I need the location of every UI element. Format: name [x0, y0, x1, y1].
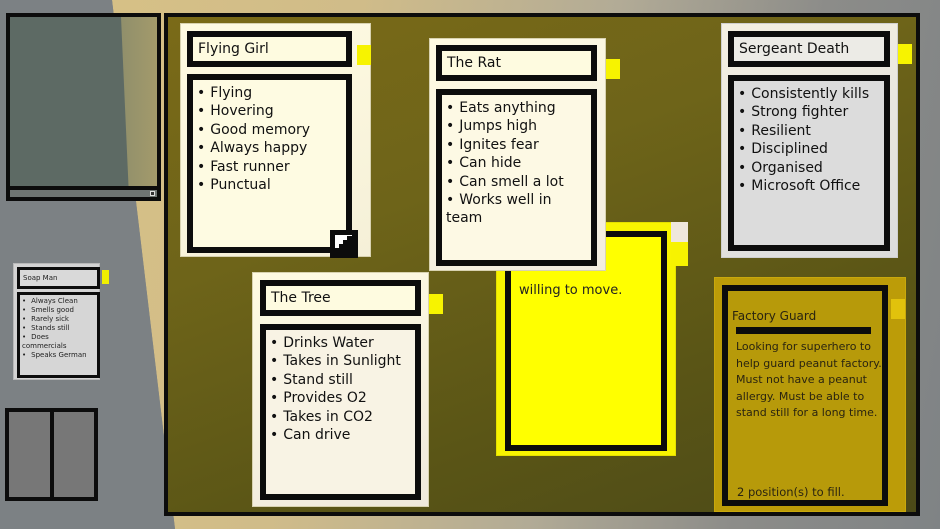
resize-handle-icon[interactable]	[330, 230, 358, 258]
card-traits: Flying Hovering Good memory Always happy…	[187, 74, 352, 253]
candidate-card-the-rat[interactable]: The Rat Eats anything Jumps high Ignites…	[429, 38, 606, 271]
job-description: Looking for superhero to help guard pean…	[736, 340, 882, 419]
trait: Speaks German	[22, 351, 95, 360]
door-right-panel	[53, 412, 94, 497]
candidate-card-soap-man[interactable]: Soap Man Always Clean Smells good Rarely…	[13, 263, 100, 380]
trait: Rarely sick	[22, 315, 95, 324]
card-tab-light	[671, 222, 688, 242]
trait: Ignites fear	[446, 136, 587, 154]
preview-panel	[6, 13, 161, 201]
door[interactable]	[5, 408, 98, 501]
trait: Stand still	[270, 371, 411, 389]
trait: Provides O2	[270, 389, 411, 407]
trait: Strong fighter	[738, 103, 880, 121]
trait: Good memory	[197, 121, 342, 139]
trait: Takes in CO2	[270, 408, 411, 426]
scroll-handle-icon[interactable]	[150, 191, 155, 196]
card-tab[interactable]	[898, 44, 912, 64]
card-title: The Tree	[260, 280, 421, 316]
job-title: Factory Guard	[732, 309, 817, 323]
light-shade	[121, 17, 157, 197]
card-traits: Drinks Water Takes in Sunlight Stand sti…	[260, 324, 421, 500]
candidate-card-flying-girl[interactable]: Flying Girl Flying Hovering Good memory …	[180, 23, 371, 257]
door-left-panel	[9, 412, 50, 497]
trait: Always happy	[197, 139, 342, 157]
trait: Works well in team	[446, 191, 587, 228]
positions-count: 2 position(s) to fill.	[737, 485, 845, 499]
preview-divider	[10, 186, 157, 190]
trait: Resilient	[738, 122, 880, 140]
card-tab[interactable]	[671, 242, 688, 266]
title-underline	[736, 327, 871, 334]
trait: Jumps high	[446, 117, 587, 135]
card-tab[interactable]	[891, 299, 905, 319]
job-card-frame: Factory Guard Looking for superhero to h…	[722, 285, 888, 506]
trait: Flying	[197, 84, 342, 102]
job-card-factory-guard[interactable]: Factory Guard Looking for superhero to h…	[714, 277, 906, 512]
trait: Takes in Sunlight	[270, 352, 411, 370]
trait: Fast runner	[197, 158, 342, 176]
trait: Can smell a lot	[446, 173, 587, 191]
trait: Organised	[738, 159, 880, 177]
trait: Can hide	[446, 154, 587, 172]
candidate-card-sergeant-death[interactable]: Sergeant Death Consistently kills Strong…	[721, 23, 898, 258]
card-tab[interactable]	[357, 45, 371, 65]
trait: Hovering	[197, 102, 342, 120]
card-traits: Eats anything Jumps high Ignites fear Ca…	[436, 89, 597, 266]
card-tab[interactable]	[429, 294, 443, 314]
card-name: Sergeant Death	[739, 41, 850, 57]
card-traits: Always Clean Smells good Rarely sick Sta…	[17, 292, 100, 378]
trait: Punctual	[197, 176, 342, 194]
card-tab[interactable]	[606, 59, 620, 79]
trait: Consistently kills	[738, 85, 880, 103]
candidate-card-the-tree[interactable]: The Tree Drinks Water Takes in Sunlight …	[252, 272, 429, 507]
job-description: willing to move.	[519, 283, 623, 298]
door-divider	[49, 412, 54, 497]
card-name: The Tree	[271, 290, 331, 306]
card-name: The Rat	[447, 55, 501, 71]
trait: Stands still	[22, 324, 95, 333]
card-title: Soap Man	[17, 267, 100, 289]
card-title: Sergeant Death	[728, 31, 890, 67]
trait: Eats anything	[446, 99, 587, 117]
trait: Smells good	[22, 306, 95, 315]
preview-scrollbar[interactable]	[10, 190, 157, 197]
trait: Does commercials	[22, 333, 95, 351]
trait: Disciplined	[738, 140, 880, 158]
card-title: Flying Girl	[187, 31, 352, 67]
trait: Always Clean	[22, 297, 95, 306]
trait: Can drive	[270, 426, 411, 444]
trait: Microsoft Office	[738, 177, 880, 195]
card-traits: Consistently kills Strong fighter Resili…	[728, 75, 890, 251]
trait: Drinks Water	[270, 334, 411, 352]
card-title: The Rat	[436, 45, 597, 81]
card-tab[interactable]	[102, 270, 109, 284]
card-name: Flying Girl	[198, 41, 269, 57]
